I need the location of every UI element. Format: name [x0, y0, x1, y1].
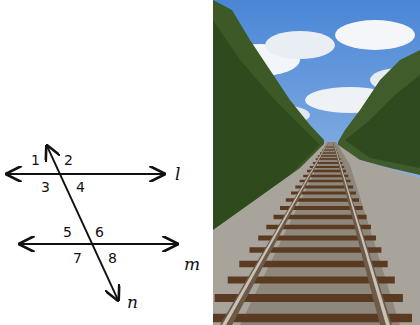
line-label: n — [127, 294, 138, 311]
angle-number: 2 — [64, 153, 73, 167]
angle-number: 4 — [76, 180, 85, 194]
geometry-figure — [7, 146, 177, 300]
angle-number: 8 — [108, 251, 117, 265]
line-label: m — [184, 256, 200, 273]
angle-number: 3 — [41, 180, 50, 194]
angle-number: 6 — [95, 225, 104, 239]
angle-number: 1 — [31, 153, 40, 167]
line-label: l — [175, 166, 180, 183]
railroad-photo — [213, 0, 420, 325]
angle-number: 5 — [63, 225, 72, 239]
angle-number: 7 — [73, 251, 82, 265]
